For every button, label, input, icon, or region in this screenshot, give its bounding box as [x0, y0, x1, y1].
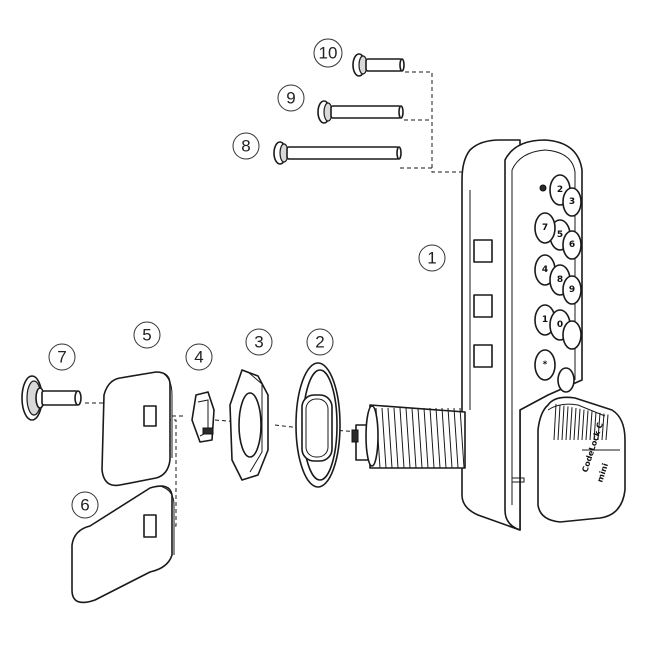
key-1-label: 1: [542, 315, 548, 325]
knurl-ridge: [565, 406, 569, 441]
ring-washer: [295, 362, 341, 488]
knurl-ridge: [581, 409, 585, 441]
thread-ridge: [429, 407, 435, 469]
thread-ridge: [441, 407, 447, 469]
key-9: 9: [562, 275, 582, 305]
key-9-label: 9: [569, 285, 575, 295]
key-0-label: 0: [557, 320, 563, 330]
screw-short: [352, 53, 405, 77]
screw-long: [273, 141, 402, 165]
callout-2-label: 2: [315, 333, 324, 352]
hex-nut: [229, 369, 269, 481]
thread-ridge: [447, 407, 453, 469]
thread-ridge: [417, 407, 423, 469]
callout-6-label: 6: [80, 496, 89, 515]
callout-3: 3: [245, 328, 273, 356]
callout-7: 7: [48, 343, 76, 371]
thread-ridge: [387, 407, 393, 469]
key-2-label: 2: [557, 185, 563, 195]
key-7-label: 7: [542, 223, 548, 233]
thread-ridge: [423, 407, 429, 469]
keypad-buttons: 1 2 3 4 5 6 7 8: [534, 174, 582, 393]
callout-10: 10: [313, 38, 343, 68]
key-6-label: 6: [569, 240, 575, 250]
callout-1: 1: [418, 244, 446, 272]
knurl-ridge: [557, 404, 561, 441]
knurl-ridge: [589, 411, 593, 441]
knurl-ridge: [577, 408, 581, 441]
callout-8-label: 8: [241, 137, 250, 156]
knurl-ridge: [605, 414, 609, 441]
cam-screw: [21, 375, 82, 421]
thread-ridge: [381, 407, 387, 469]
key-star-label: *: [543, 360, 548, 370]
knurl-ridge: [585, 410, 589, 441]
key-star: *: [534, 349, 556, 381]
knurl-ridge: [597, 412, 601, 441]
callout-6: 6: [71, 491, 99, 519]
key-7: 7: [534, 212, 556, 244]
knurl-ridge: [561, 405, 565, 441]
callout-5-label: 5: [142, 326, 151, 345]
thread-ridge: [399, 407, 405, 469]
knurl-ridge: [573, 407, 577, 441]
rotary-knob: CodeLock C mini: [537, 396, 626, 523]
thread-ridge: [459, 407, 465, 469]
thread-ridge: [435, 407, 441, 469]
spring-clip: [191, 391, 215, 443]
key-4-label: 4: [542, 265, 548, 275]
cam-short: [101, 371, 173, 487]
key-8-label: 8: [557, 275, 563, 285]
threaded-cylinder: [351, 404, 466, 469]
callout-4: 4: [185, 343, 213, 371]
key-3-label: 3: [569, 197, 575, 207]
key-3: 3: [562, 187, 582, 217]
thread-ridge: [393, 407, 399, 469]
knurl-ridge: [601, 413, 605, 441]
knurl-ridge: [553, 403, 557, 441]
callout-8: 8: [232, 132, 260, 160]
callout-9: 9: [277, 84, 305, 112]
callout-1-label: 1: [427, 249, 436, 268]
callout-4-label: 4: [194, 348, 203, 367]
callout-10-label: 10: [319, 44, 338, 63]
callout-3-label: 3: [254, 333, 263, 352]
key-blank: [557, 320, 582, 393]
callout-9-label: 9: [286, 89, 295, 108]
thread-ridge: [411, 407, 417, 469]
key-6: 6: [562, 230, 582, 260]
callout-2: 2: [306, 328, 334, 356]
callout-7-label: 7: [57, 348, 66, 367]
knurl-ridge: [593, 411, 597, 441]
cam-long: [71, 485, 175, 604]
key-5-label: 5: [557, 230, 563, 240]
callout-5: 5: [133, 321, 161, 349]
thread-ridge: [405, 407, 411, 469]
thread-ridge: [453, 407, 459, 469]
screw-medium: [317, 100, 404, 124]
knurl-ridge: [569, 407, 573, 441]
